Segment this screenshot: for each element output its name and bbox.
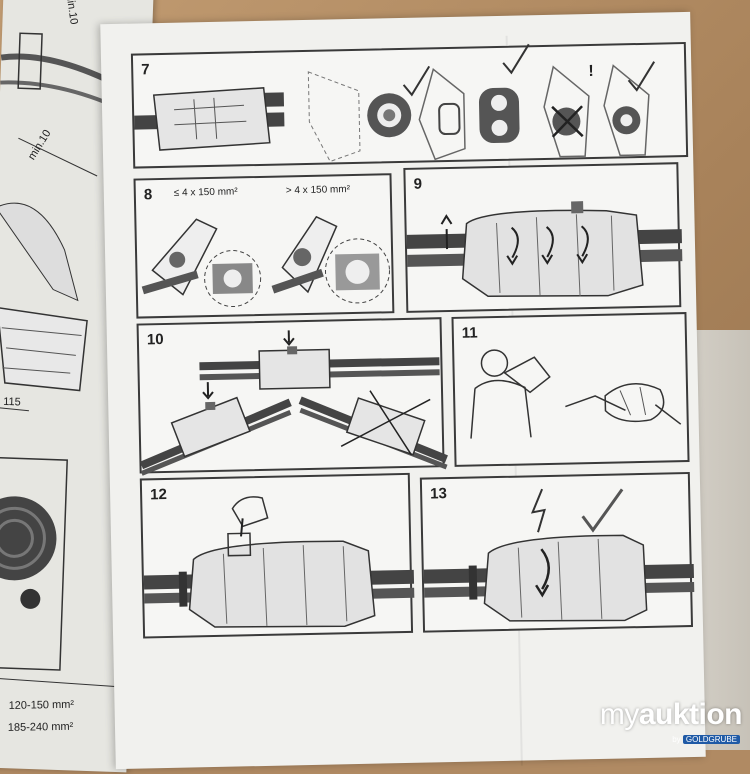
watermark-sub-prefix: by [672,735,681,744]
left-range-b: 185-240 mm² [7,720,74,734]
watermark-sub-brand: GOLDGRUBE [682,735,740,744]
step-7-panel: 7 ! [130,42,689,169]
step-10-illustration [139,330,448,476]
step-11-illustration [470,349,682,439]
left-range-a: 120-150 mm² [8,698,75,712]
svg-text:!: ! [588,63,594,80]
step-7-illustration: ! [134,43,656,163]
step-9-illustration [406,201,683,297]
step-12-illustration [143,496,415,628]
step-8-illustration [141,215,390,308]
step-8-panel: 8 ≤ 4 x 150 mm² > 4 x 150 mm² [133,173,395,319]
step-13-illustration [423,488,695,622]
step-10-panel: 10 [136,317,448,476]
left-instruction-page: min.10 min.10 115 120-150 mm² 185-240 mm… [0,0,154,773]
step-13-panel: 13 [419,472,695,633]
left-page-drawings [0,32,152,688]
left-dimension-label: 115 [2,395,21,409]
watermark-brand-bold: auktion [638,698,743,731]
step-11-panel: 11 [451,312,690,467]
step-9-panel: 9 [403,162,683,313]
watermark-brand-light: my [599,698,640,731]
watermark-sub: by GOLDGRUBE [672,735,740,744]
step-12-panel: 12 [139,472,415,639]
watermark-brand: myauktion [599,698,743,732]
instruction-sheet: 7 ! 8 ≤ 4 x [100,11,706,770]
